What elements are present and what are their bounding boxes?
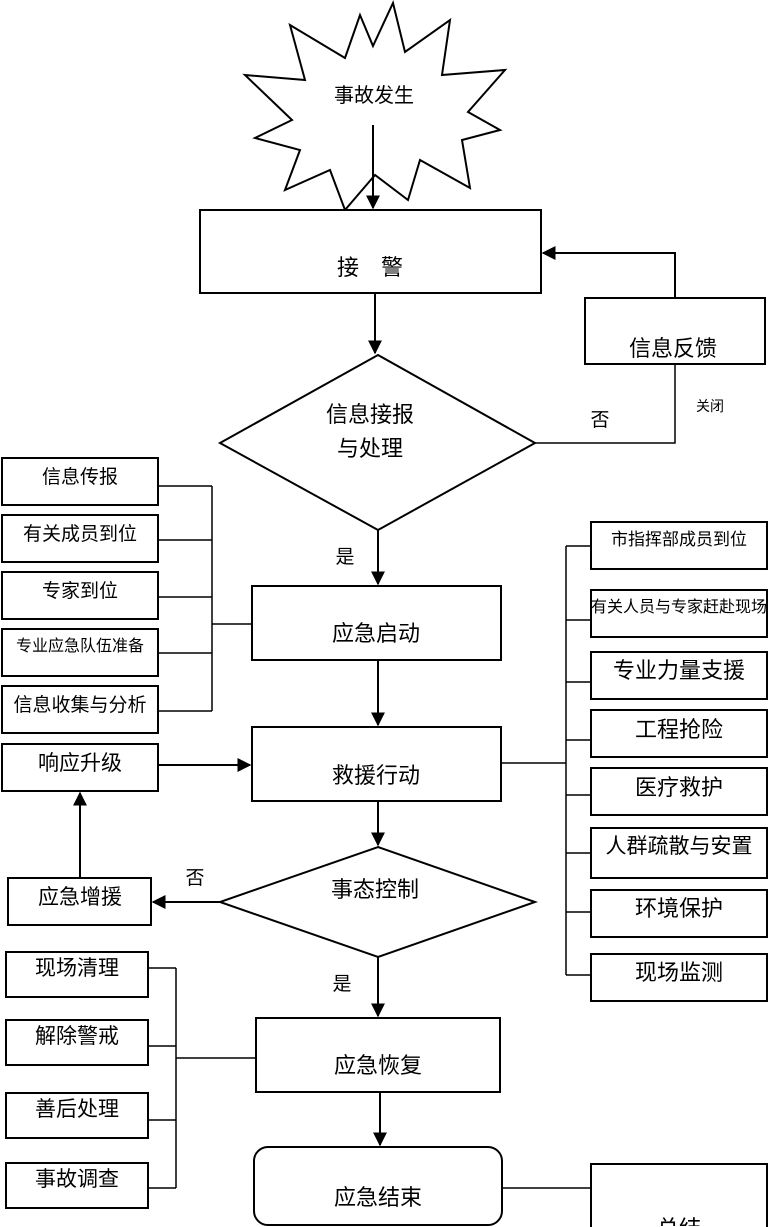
right-box-6 (590, 827, 768, 879)
right-box-5 (590, 767, 768, 816)
right-box-3 (590, 651, 768, 700)
right-box-2 (590, 589, 768, 638)
right-box-8 (590, 953, 768, 1002)
right-item-4: 工程抢险 (635, 718, 723, 743)
start-response-label: 应急启动 (332, 622, 420, 647)
yes-label-2: 是 (332, 973, 351, 995)
bottom-left-box-2 (5, 1019, 149, 1066)
feedback-label: 信息反馈 (629, 337, 717, 362)
right-item-7: 环境保护 (635, 897, 723, 922)
decision2-label: 事态控制 (331, 878, 419, 903)
bottom-left-box-3 (5, 1092, 149, 1139)
recovery-label: 应急恢复 (334, 1054, 422, 1079)
start-response-box (251, 585, 502, 661)
left-item-5: 信息收集与分析 (13, 694, 146, 716)
start-label: 事故发生 (334, 83, 414, 107)
summary-label: 总结 (657, 1217, 701, 1227)
right-item-6: 人群疏散与安置 (606, 834, 753, 858)
decision1-line1: 信息接报 (326, 403, 414, 428)
bottom-left-box-1 (5, 951, 149, 998)
right-box-1 (590, 521, 768, 570)
left-box-4 (1, 628, 159, 677)
recovery-box (255, 1017, 501, 1093)
receive-alarm-box (199, 209, 542, 294)
end-box (253, 1146, 503, 1226)
close-label: 关闭 (696, 399, 724, 415)
reinforce-label: 应急增援 (38, 885, 122, 909)
decision1-line2: 与处理 (337, 437, 403, 462)
left-item-4: 专业应急队伍准备 (16, 636, 144, 655)
right-box-4 (590, 709, 768, 758)
left-box-2 (1, 514, 159, 563)
escalate-box (1, 743, 159, 792)
no-label-1: 否 (590, 409, 609, 431)
end-label: 应急结束 (334, 1186, 422, 1211)
summary-box (590, 1163, 768, 1227)
bottom-left-item-1: 现场清理 (35, 956, 119, 980)
left-box-5 (1, 685, 159, 734)
right-item-1: 市指挥部成员到位 (611, 530, 747, 550)
yes-label-1: 是 (335, 546, 354, 568)
rescue-label: 救援行动 (332, 764, 420, 789)
left-item-1: 信息传报 (42, 466, 118, 488)
right-item-3: 专业力量支援 (613, 659, 745, 684)
right-item-5: 医疗救护 (635, 776, 723, 801)
rescue-box (251, 726, 502, 802)
arrow-feedback-to-receive (541, 246, 676, 298)
left-item-2: 有关成员到位 (23, 523, 137, 545)
reinforce-box (7, 877, 152, 926)
receive-label: 接 警 (337, 256, 403, 281)
left-item-3: 专家到位 (42, 580, 118, 602)
bottom-left-item-4: 事故调查 (35, 1167, 119, 1191)
left-box-1 (1, 457, 159, 506)
start-burst (242, 0, 508, 212)
escalate-label: 响应升级 (38, 751, 122, 775)
no-label-2: 否 (185, 867, 204, 889)
right-item-8: 现场监测 (635, 961, 723, 986)
bottom-left-item-3: 善后处理 (35, 1097, 119, 1121)
bottom-left-item-2: 解除警戒 (35, 1024, 119, 1048)
right-item-2: 有关人员与专家赶赴现场 (591, 597, 767, 616)
bottom-left-box-4 (5, 1162, 149, 1209)
left-box-3 (1, 571, 159, 620)
line-decision-to-feedback (535, 364, 676, 444)
right-box-7 (590, 889, 768, 938)
